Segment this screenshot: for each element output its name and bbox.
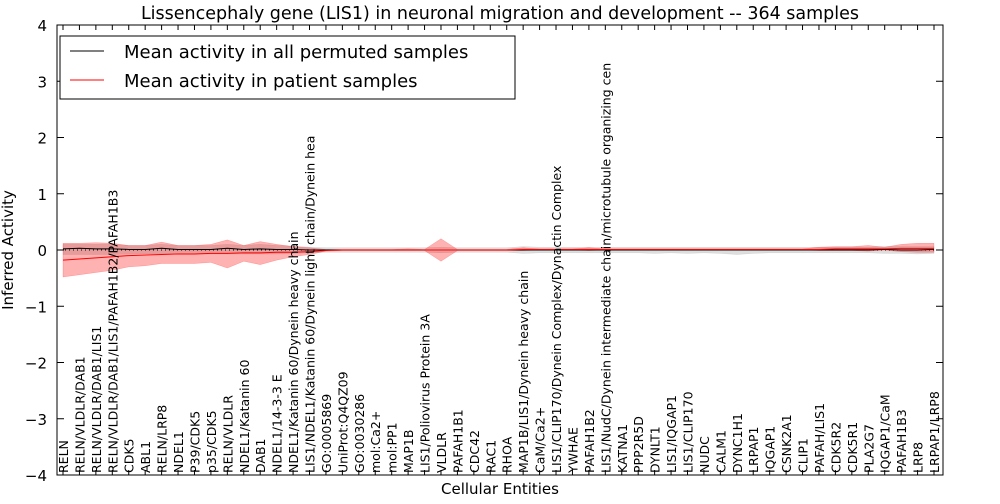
x-tick-label: LIS1/NDEL1/Katanin 60/Dynein light chain… <box>303 136 318 473</box>
x-axis-label: Cellular Entities <box>441 480 559 498</box>
x-tick-label: KATNA1 <box>615 424 630 473</box>
x-tick-label: LIS1/CLIP170 <box>680 391 695 473</box>
x-tick-label: LIS1/CLIP170/Dynein Complex/Dynactin Com… <box>549 166 564 473</box>
x-tick-label: NDEL1/Katanin 60 <box>237 360 252 473</box>
band-series-1 <box>62 238 935 278</box>
y-tick-label: 2 <box>37 130 47 148</box>
x-tick-label: RHOA <box>500 436 515 473</box>
x-tick-label: mol:Ca2+ <box>368 411 383 473</box>
y-tick-label: −1 <box>25 298 47 316</box>
x-tick-label: NDEL1/14-3-3 E <box>270 374 285 473</box>
x-tick-label: GO:0005869 <box>319 394 334 473</box>
x-tick-label: CDK5R1 <box>845 422 860 473</box>
x-tick-label: NUDC <box>697 436 712 473</box>
x-tick-label: DYNLT1 <box>648 426 663 473</box>
x-tick-label: DAB1 <box>253 439 268 474</box>
x-tick-label: NDEL1 <box>171 431 186 473</box>
x-tick-label: IQGAP1 <box>763 426 778 473</box>
legend-label-permuted: Mean activity in all permuted samples <box>124 42 468 63</box>
x-tick-label: LRPAP1 <box>746 427 761 473</box>
x-tick-label: UniProt:Q4QZ09 <box>335 371 350 473</box>
x-tick-label: mol:PP1 <box>385 422 400 473</box>
x-tick-label: LRP8 <box>911 442 926 473</box>
x-tick-label: PAFAH/LIS1 <box>812 403 827 473</box>
x-tick-label: IQGAP1/CaM <box>878 394 893 473</box>
x-tick-label: LIS1/IQGAP1 <box>664 395 679 473</box>
x-tick-label: CSNK2A1 <box>779 414 794 473</box>
x-tick-label: NDEL1/Katanin 60/Dynein heavy chain <box>286 231 301 473</box>
x-tick-label: VLDLR <box>434 432 449 473</box>
x-tick-label: ABL1 <box>138 441 153 473</box>
x-tick-label: RELN/LRP8 <box>155 405 170 473</box>
x-tick-label: PPP2R5D <box>631 416 646 473</box>
x-tick-label: GO:0030286 <box>352 394 367 473</box>
y-tick-label: −3 <box>25 411 47 429</box>
x-tick-label: RAC1 <box>483 440 498 473</box>
y-tick-label: 1 <box>37 186 47 204</box>
x-tick-label: CLIP1 <box>796 438 811 473</box>
y-tick-label: 0 <box>37 242 47 260</box>
x-tick-label: RELN/VLDLR/DAB1/LIS1 <box>89 326 104 473</box>
x-tick-label: CDK5R2 <box>828 422 843 473</box>
x-tick-label: CDC42 <box>467 430 482 473</box>
x-tick-label: DYNC1H1 <box>730 413 745 473</box>
x-tick-label: PAFAH1B3 <box>894 409 909 473</box>
y-tick-label: 3 <box>37 73 47 91</box>
x-tick-label: YWHAE <box>565 427 580 474</box>
x-tick-label: p35/CDK5 <box>204 410 219 473</box>
y-tick-label: −4 <box>25 467 47 485</box>
y-tick-label: 4 <box>37 17 47 35</box>
x-tick-label: CDK5 <box>122 438 137 473</box>
line-series-1 <box>62 247 934 261</box>
x-tick-label: MAP1B <box>401 430 416 473</box>
x-tick-label: MAP1B/LIS1/Dynein heavy chain <box>516 271 531 473</box>
plot-frame <box>56 24 944 476</box>
y-axis-label: Inferred Activity <box>0 190 17 310</box>
x-tick-label: PLA2G7 <box>861 424 876 473</box>
chart-title: Lissencephaly gene (LIS1) in neuronal mi… <box>141 4 859 24</box>
x-tick-label: LRPAP1/LRP8 <box>927 391 942 473</box>
x-tick-label: RELN/VLDLR/DAB1/LIS1/PAFAH1B2/PAFAH1B3 <box>105 190 120 473</box>
y-tick-label: −2 <box>25 355 47 373</box>
x-tick-label: LIS1/Poliovirus Protein 3A <box>418 314 433 473</box>
x-tick-label: PAFAH1B2 <box>582 409 597 473</box>
x-tick-label: LIS1/NudC/Dynein intermediate chain/micr… <box>598 63 613 473</box>
x-tick-label: RELN/VLDLR/DAB1 <box>72 356 87 473</box>
x-tick-label: CaM/Ca2+ <box>533 407 548 473</box>
legend-label-patient: Mean activity in patient samples <box>124 71 418 92</box>
x-tick-label: RELN <box>56 440 71 473</box>
x-tick-label: PAFAH1B1 <box>450 409 465 473</box>
legend: Mean activity in all permuted samples Me… <box>59 35 516 100</box>
x-tick-label: P39/CDK5 <box>187 411 202 473</box>
x-tick-label: CALM1 <box>713 430 728 473</box>
x-tick-label: RELN/VLDLR <box>220 395 235 473</box>
